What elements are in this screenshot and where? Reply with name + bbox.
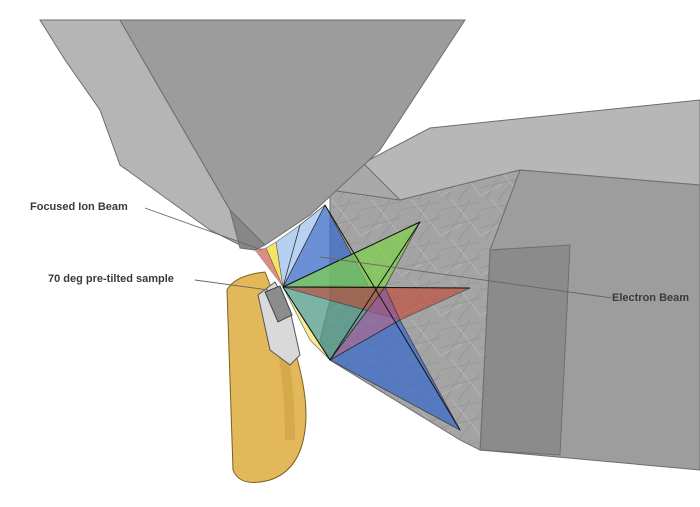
- leader-electron-beam: [319, 256, 613, 299]
- sample-plate: [264, 285, 293, 323]
- electron-beam-blue-lower: [329, 319, 461, 431]
- electron-column-shadow-face: [479, 244, 571, 456]
- label-electron-beam: Electron Beam: [612, 292, 690, 304]
- beam-cones: [254, 204, 471, 431]
- label-focused-ion-beam: Focused Ion Beam: [30, 201, 128, 213]
- sample-stub: [257, 281, 301, 366]
- leader-focused-ion-beam: [144, 207, 263, 251]
- label-sample: 70 deg pre-tilted sample: [48, 273, 174, 285]
- ion-column: [39, 19, 466, 251]
- sample-holder: [226, 271, 307, 483]
- electron-beam-lightblue: [282, 204, 326, 288]
- leader-sample: [194, 279, 269, 291]
